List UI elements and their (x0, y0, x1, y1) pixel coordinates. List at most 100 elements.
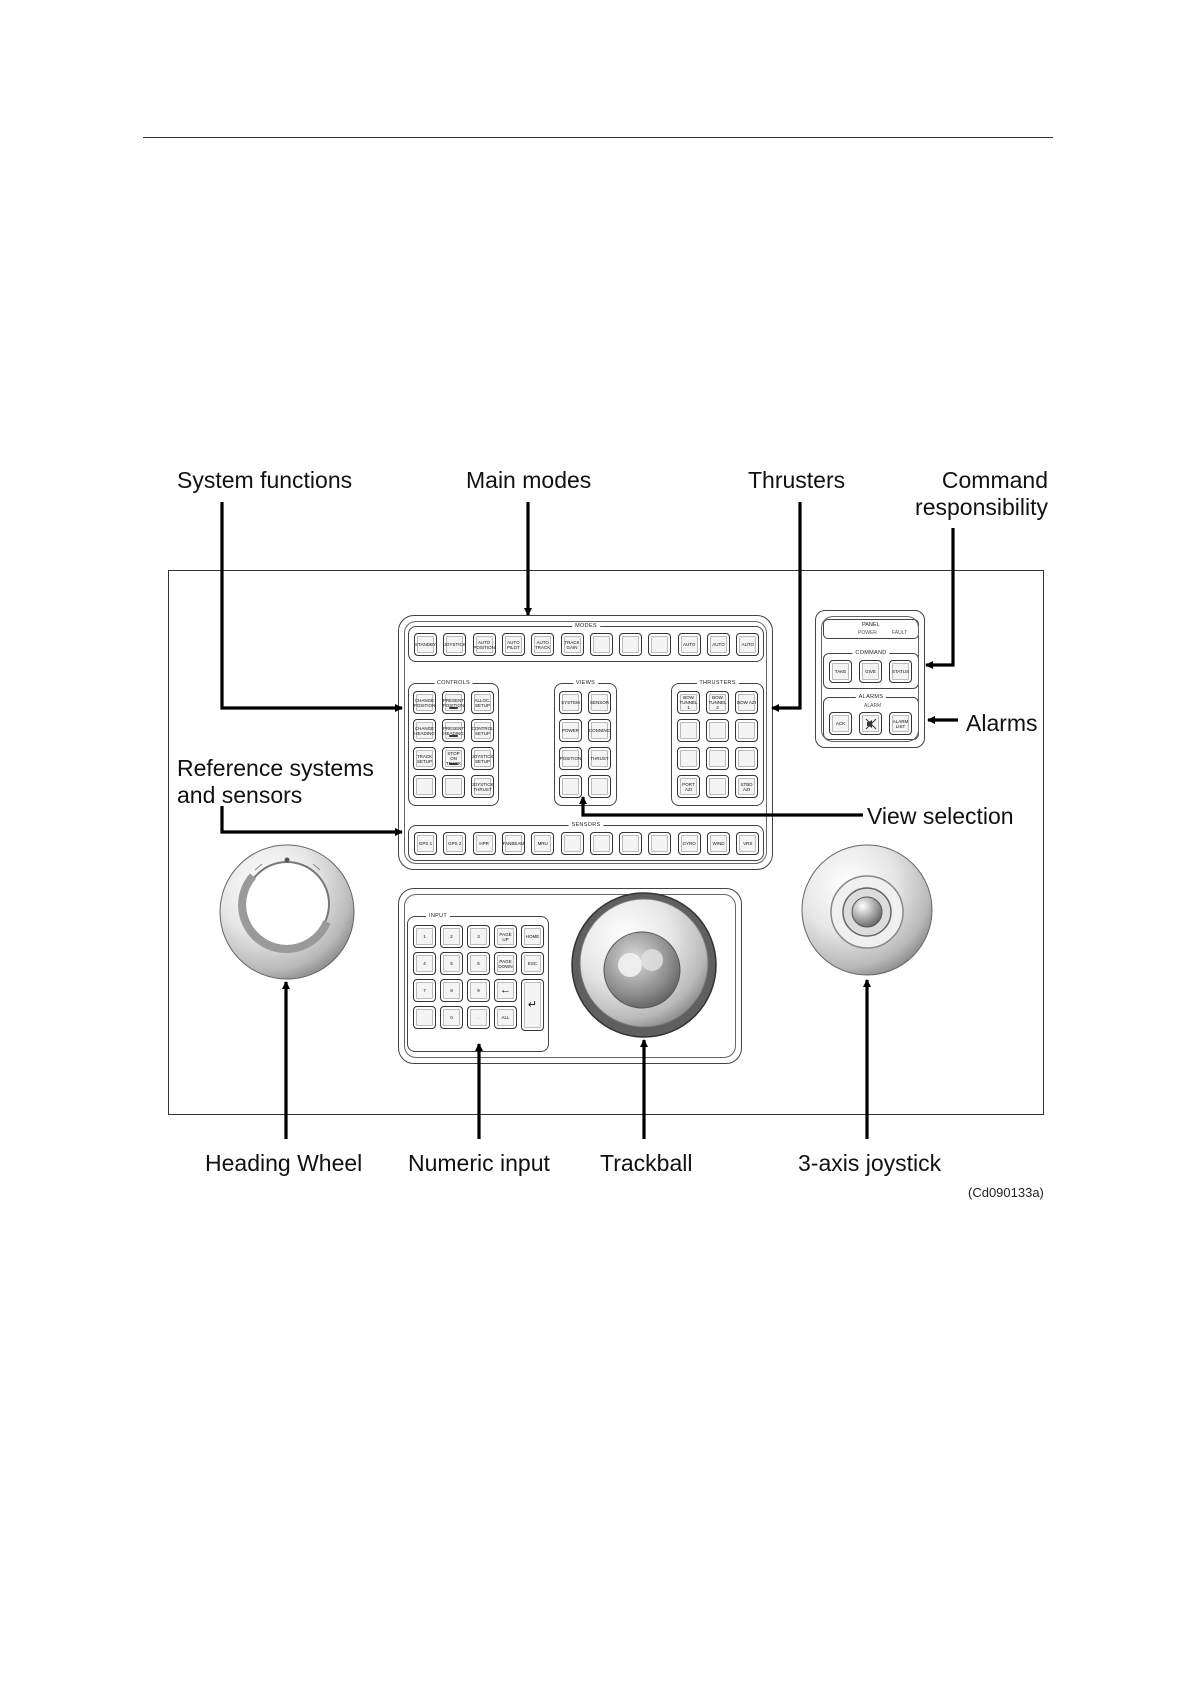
controls-key-9[interactable]: JOYSTICK SETUP (471, 747, 494, 770)
input-key-14[interactable]: ← (494, 979, 517, 1002)
modes-key-7[interactable] (589, 633, 613, 656)
modes-key-5[interactable]: AUTO TRACK (531, 633, 555, 656)
views-key-3[interactable]: POWER (559, 719, 582, 742)
controls-key-12[interactable]: JOYSTICK THRUST (471, 775, 494, 798)
sensors-key-4[interactable]: FANBEAM (501, 832, 525, 855)
controls-key-5[interactable]: PRESENT HEADING (442, 719, 465, 742)
sensors-key-11[interactable]: WIND (707, 832, 730, 855)
thrusters-key-5[interactable] (706, 719, 729, 742)
input-key-19[interactable]: ALL (494, 1006, 517, 1029)
thrusters-key-7[interactable] (677, 747, 700, 770)
sensors-key-3[interactable]: HPR (472, 832, 496, 855)
controls-key-11[interactable] (442, 775, 465, 798)
sensors-key-12[interactable]: VRS (736, 832, 760, 855)
thrusters-key-4[interactable] (677, 719, 700, 742)
modes-label: MODES (572, 621, 600, 631)
command-key-2[interactable]: GIVE (859, 660, 882, 683)
views-key-6[interactable]: THRUST (588, 747, 611, 770)
input-key-4[interactable]: PAGE UP (494, 925, 517, 948)
input-key-10[interactable]: ESC (521, 952, 544, 975)
sensors-key-8[interactable] (619, 832, 643, 855)
thrusters-key-6[interactable] (735, 719, 758, 742)
controls-key-8[interactable]: STOP ON TRACK (442, 747, 465, 770)
input-key-6[interactable]: 4 (413, 952, 436, 975)
modes-key-10[interactable]: AUTO (677, 633, 701, 656)
input-key-17[interactable]: 0 (440, 1006, 463, 1029)
thrusters-key-10[interactable]: PORT AZI (677, 775, 700, 798)
input-key-18[interactable]: . (467, 1006, 490, 1029)
thrusters-key-2[interactable]: BOW TUNNEL 2 (706, 691, 729, 714)
thrusters-key-12[interactable]: STBD AZI (735, 775, 758, 798)
alarm-key-1[interactable]: ACK (829, 712, 852, 735)
controls-key-7[interactable]: TRACK SETUP (413, 747, 436, 770)
panel-status-title: PANEL (862, 622, 880, 628)
callout-reference-line1: Reference systems (177, 755, 374, 781)
command-key-3[interactable]: STATUS (889, 660, 912, 683)
controls-key-1[interactable]: CHANGE POSITION (413, 691, 436, 714)
sensors-key-6[interactable] (560, 832, 584, 855)
modes-key-11[interactable]: AUTO (707, 633, 730, 656)
callout-command-line2: responsibility (915, 494, 1048, 520)
controls-key-4[interactable]: CHANGE HEADING (413, 719, 436, 742)
input-key-7[interactable]: 5 (440, 952, 463, 975)
input-key-2[interactable]: 2 (440, 925, 463, 948)
callout-system-functions: System functions (177, 467, 353, 493)
sensors-key-1[interactable]: GPS 1 (414, 832, 437, 855)
input-key-13[interactable]: 9 (467, 979, 490, 1002)
enter-icon: ↵ (527, 998, 538, 1011)
input-key-1[interactable]: 1 (413, 925, 436, 948)
sensors-key-10[interactable]: GYRO (677, 832, 701, 855)
controls-group: CONTROLS CHANGE POSITION PRESENT POSITION… (408, 678, 499, 806)
command-key-1[interactable]: TAKE (829, 660, 852, 683)
alarms-label: ALARMS (855, 692, 887, 702)
sensors-key-9[interactable] (648, 832, 672, 855)
thrusters-key-3[interactable]: BOW AZI (735, 691, 758, 714)
controls-key-3[interactable]: ALLOC. SETUP (471, 691, 494, 714)
controls-key-6[interactable]: CONTROL SETUP (471, 719, 494, 742)
views-key-7[interactable] (559, 775, 582, 798)
modes-key-3[interactable]: AUTO POSITION (472, 633, 496, 656)
modes-key-2[interactable]: JOYSTICK (443, 633, 467, 656)
sensors-key-7[interactable] (589, 832, 613, 855)
sensors-key-5[interactable]: MRU (531, 832, 555, 855)
input-key-3[interactable]: 3 (467, 925, 490, 948)
views-key-5[interactable]: POSITION (559, 747, 582, 770)
input-key-8[interactable]: 6 (467, 952, 490, 975)
views-group: VIEWS SYSTEM SENSOR POWER CONNING POSITION TH… (554, 678, 617, 806)
alarm-key-2[interactable] (859, 712, 882, 735)
callout-joystick: 3-axis joystick (798, 1150, 942, 1176)
views-key-8[interactable] (588, 775, 611, 798)
input-key-5[interactable]: HOME (521, 925, 544, 948)
views-key-2[interactable]: SENSOR (588, 691, 611, 714)
views-label: VIEWS (572, 678, 599, 688)
controls-key-10[interactable] (413, 775, 436, 798)
thrusters-key-1[interactable]: BOW TUNNEL 1 (677, 691, 700, 714)
controls-label: CONTROLS (434, 678, 473, 688)
modes-key-1[interactable]: STANDBY (414, 633, 437, 656)
controls-key-2[interactable]: PRESENT POSITION (442, 691, 465, 714)
modes-key-8[interactable] (619, 633, 643, 656)
input-key-11[interactable]: 7 (413, 979, 436, 1002)
input-key-9[interactable]: PAGE DOWN (494, 952, 517, 975)
modes-key-4[interactable]: AUTO PILOT (501, 633, 525, 656)
modes-key-9[interactable] (648, 633, 672, 656)
modes-key-6[interactable]: TRACK GAIN (560, 633, 584, 656)
input-key-12[interactable]: 8 (440, 979, 463, 1002)
callout-heading-wheel: Heading Wheel (205, 1150, 363, 1176)
thrusters-key-11[interactable] (706, 775, 729, 798)
views-key-1[interactable]: SYSTEM (559, 691, 582, 714)
alarm-key-3[interactable]: ALARM LIST (889, 712, 912, 735)
input-key-16[interactable] (413, 1006, 436, 1029)
modes-key-12[interactable]: AUTO (736, 633, 760, 656)
input-key-15[interactable]: ↵ (521, 979, 544, 1031)
callout-main-modes: Main modes (466, 467, 592, 493)
thrusters-key-8[interactable] (706, 747, 729, 770)
callout-command-line1: Command (941, 467, 1048, 493)
thrusters-key-9[interactable] (735, 747, 758, 770)
views-key-4[interactable]: CONNING (588, 719, 611, 742)
power-indicator: POWER (858, 630, 877, 636)
sensors-key-2[interactable]: GPS 2 (443, 832, 467, 855)
